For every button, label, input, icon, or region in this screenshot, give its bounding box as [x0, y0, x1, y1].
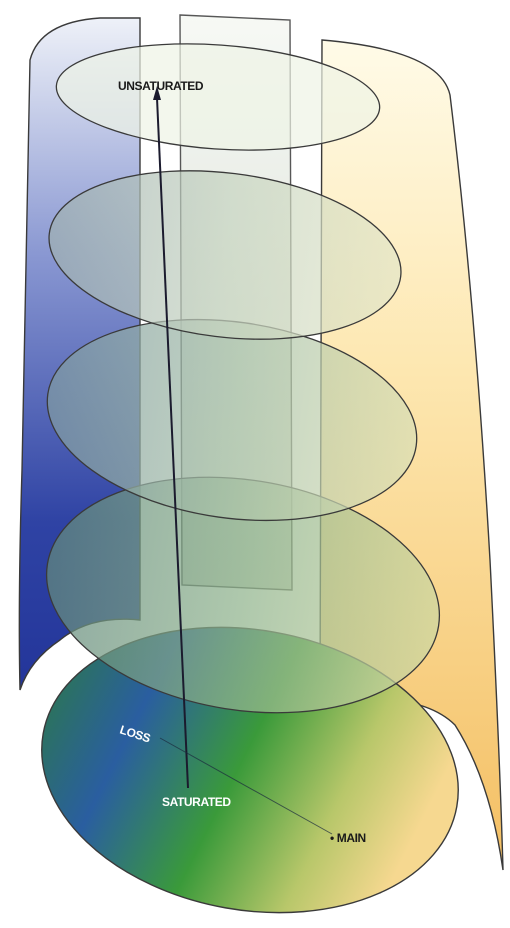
label-saturated: SATURATED — [162, 795, 231, 809]
label-unsaturated: UNSATURATED — [118, 79, 204, 93]
label-main: • MAIN — [330, 831, 366, 845]
